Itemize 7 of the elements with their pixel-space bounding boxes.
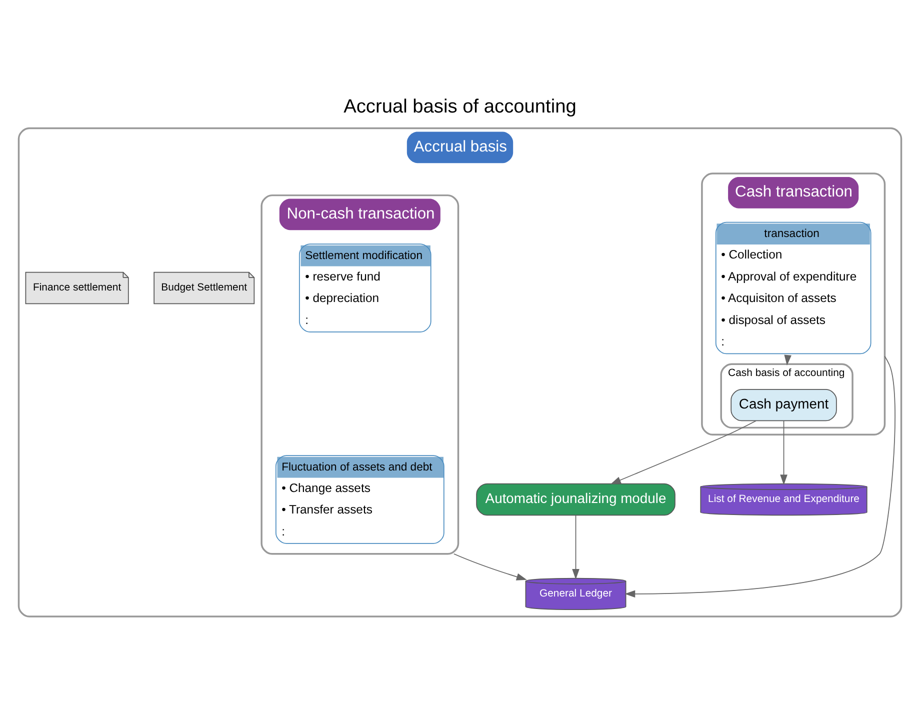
arrow xyxy=(572,514,580,580)
node-box: Automatic jounalizing module xyxy=(476,483,676,516)
node-box: Cash payment xyxy=(730,388,837,422)
diagram-title: Accrual basis of accounting xyxy=(344,96,576,118)
arrow xyxy=(610,420,756,484)
arrow xyxy=(453,553,527,580)
arrow xyxy=(780,420,788,486)
